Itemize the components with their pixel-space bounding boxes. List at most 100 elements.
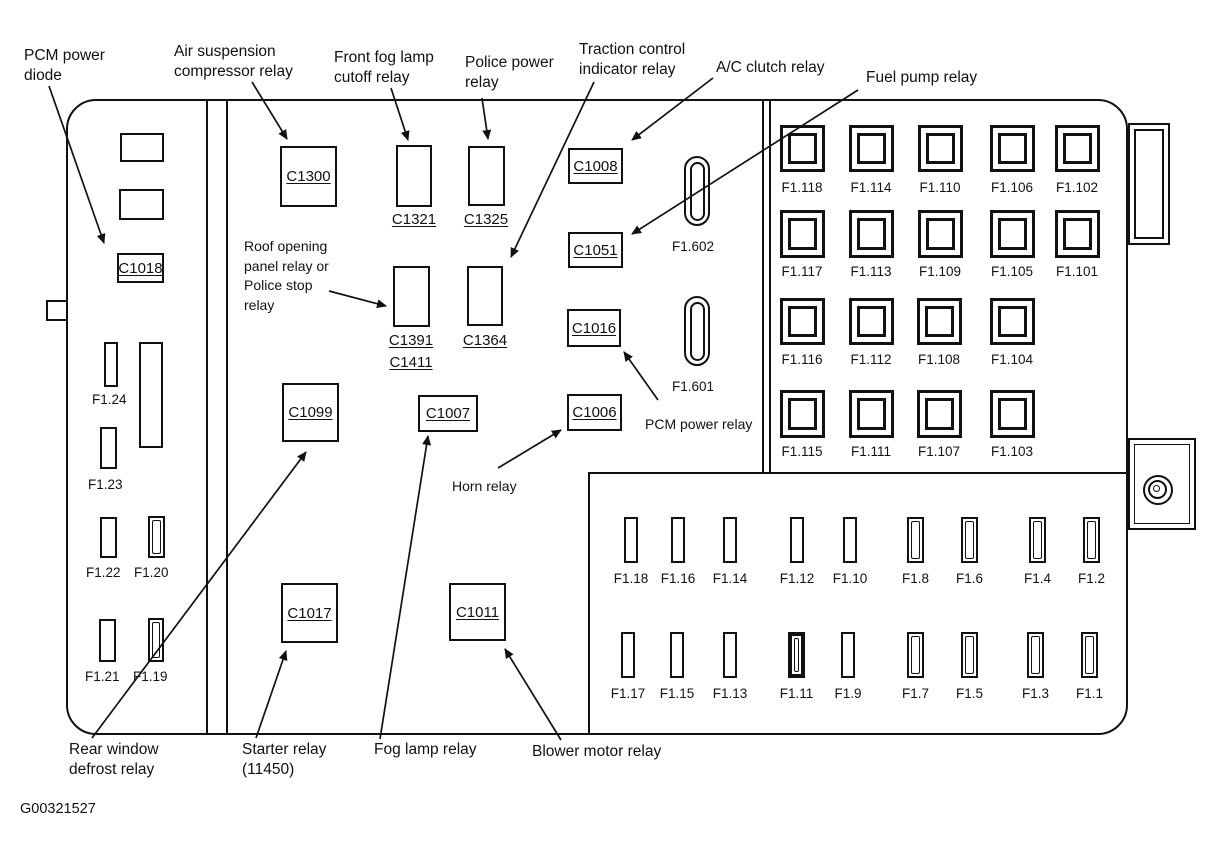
label-f1-602: F1.602 [672, 239, 715, 254]
connector-c1017: C1017 [281, 583, 338, 643]
fuse-f1-113 [849, 210, 894, 258]
connector-c1007: C1007 [418, 395, 478, 432]
fuse-f1-17 [621, 632, 635, 678]
label-f1-4: F1.4 [1023, 571, 1051, 586]
label-f1-116: F1.116 [781, 352, 823, 367]
callout-pcm-power-diode: PCM power diode [24, 47, 105, 85]
label-c1364: C1364 [462, 332, 508, 349]
connector-c1006: C1006 [567, 394, 622, 431]
callout-police-power-relay: Police power relay [465, 54, 554, 92]
label-f1-19: F1.19 [133, 669, 168, 684]
label-f1-15: F1.15 [659, 686, 695, 701]
connector-c1321-box [396, 145, 432, 207]
callout-air-suspension-compressor-relay: Air suspension compressor relay [174, 43, 293, 81]
label-f1-6: F1.6 [955, 571, 983, 586]
fuse-f1-7 [907, 632, 924, 678]
callout-fuel-pump-relay: Fuel pump relay [866, 69, 978, 86]
label-f1-601: F1.601 [672, 379, 715, 394]
connector-c1008-label: C1008 [573, 157, 618, 175]
fuse-f1-2 [1083, 517, 1100, 563]
callout-horn-relay: Horn relay [452, 478, 517, 494]
label-c1411: C1411 [389, 354, 433, 371]
fuse-f1-12 [790, 517, 804, 563]
lower-fuse-panel [588, 472, 1127, 734]
fuse-f1-107 [917, 390, 962, 438]
connector-c1391-c1411-box [393, 266, 430, 327]
callout-starter-relay: Starter relay (11450) [242, 741, 327, 779]
connector-c1325-box [468, 146, 505, 206]
fuse-f1-13 [723, 632, 737, 678]
fuse-f1-8 [907, 517, 924, 563]
fuse-f1-108 [917, 298, 962, 345]
fuse-f1-21 [99, 619, 116, 662]
callout-fog-lamp-relay: Fog lamp relay [374, 741, 477, 758]
label-f1-24: F1.24 [92, 392, 127, 407]
connector-c1011-label: C1011 [455, 603, 500, 621]
label-f1-1: F1.1 [1075, 686, 1103, 701]
label-f1-16: F1.16 [660, 571, 696, 586]
left-blank-slot-2 [119, 189, 164, 220]
label-c1391: C1391 [388, 332, 434, 349]
fuse-f1-20 [148, 516, 165, 558]
fuse-f1-4 [1029, 517, 1046, 563]
callout-rear-window-defrost-relay: Rear window defrost relay [69, 741, 159, 779]
fuse-f1-23 [100, 427, 117, 469]
right-bottom-tab-inner [1134, 444, 1190, 524]
callout-traction-control-indicator-relay: Traction control indicator relay [579, 41, 686, 79]
label-f1-118: F1.118 [781, 180, 823, 195]
left-mount-tab [46, 300, 68, 321]
divider-left-b [226, 100, 228, 734]
connector-c1051-label: C1051 [573, 241, 618, 259]
connector-c1007-label: C1007 [425, 405, 471, 422]
left-blank-slot-3 [139, 342, 163, 448]
connector-c1051: C1051 [568, 232, 623, 268]
divider-right-a [762, 100, 764, 473]
fuse-f1-102 [1055, 125, 1100, 172]
fuse-f1-106 [990, 125, 1035, 172]
label-f1-17: F1.17 [610, 686, 646, 701]
label-c1325: C1325 [463, 211, 509, 228]
label-f1-12: F1.12 [779, 571, 815, 586]
label-f1-106: F1.106 [990, 180, 1034, 195]
connector-c1016-label: C1016 [571, 319, 617, 337]
right-bottom-tab [1128, 438, 1196, 530]
fuse-f1-6 [961, 517, 978, 563]
label-f1-114: F1.114 [850, 180, 892, 195]
fuse-f1-24 [104, 342, 118, 387]
label-f1-10: F1.10 [832, 571, 868, 586]
label-f1-105: F1.105 [990, 264, 1034, 279]
label-f1-101: F1.101 [1055, 264, 1099, 279]
label-f1-9: F1.9 [834, 686, 862, 701]
label-f1-112: F1.112 [850, 352, 892, 367]
fuse-f1-117 [780, 210, 825, 258]
label-f1-13: F1.13 [712, 686, 748, 701]
right-top-tab-inner [1134, 129, 1164, 239]
connector-c1099-label: C1099 [288, 404, 333, 421]
fuse-f1-22 [100, 517, 117, 558]
label-f1-8: F1.8 [901, 571, 929, 586]
fuse-f1-16 [671, 517, 685, 563]
connector-c1300: C1300 [280, 146, 337, 207]
label-f1-113: F1.113 [850, 264, 892, 279]
callout-pcm-power-relay: PCM power relay [645, 416, 753, 432]
label-f1-102: F1.102 [1055, 180, 1099, 195]
connector-c1006-label: C1006 [572, 404, 617, 421]
divider-right-b [769, 100, 771, 473]
fuse-f1-18 [624, 517, 638, 563]
fuse-f1-601 [684, 296, 710, 366]
label-f1-23: F1.23 [88, 477, 123, 492]
label-f1-14: F1.14 [712, 571, 748, 586]
label-f1-2: F1.2 [1077, 571, 1105, 586]
connector-c1099: C1099 [282, 383, 339, 442]
fuse-f1-14 [723, 517, 737, 563]
label-f1-103: F1.103 [990, 444, 1034, 459]
fuse-f1-105 [990, 210, 1035, 258]
fuse-f1-115 [780, 390, 825, 438]
label-c1321: C1321 [391, 211, 437, 228]
label-f1-20: F1.20 [134, 565, 169, 580]
connector-c1008: C1008 [568, 148, 623, 184]
label-f1-109: F1.109 [918, 264, 962, 279]
mount-bullseye-mid [1148, 480, 1167, 499]
fuse-f1-116 [780, 298, 825, 345]
left-blank-slot-1 [120, 133, 164, 162]
